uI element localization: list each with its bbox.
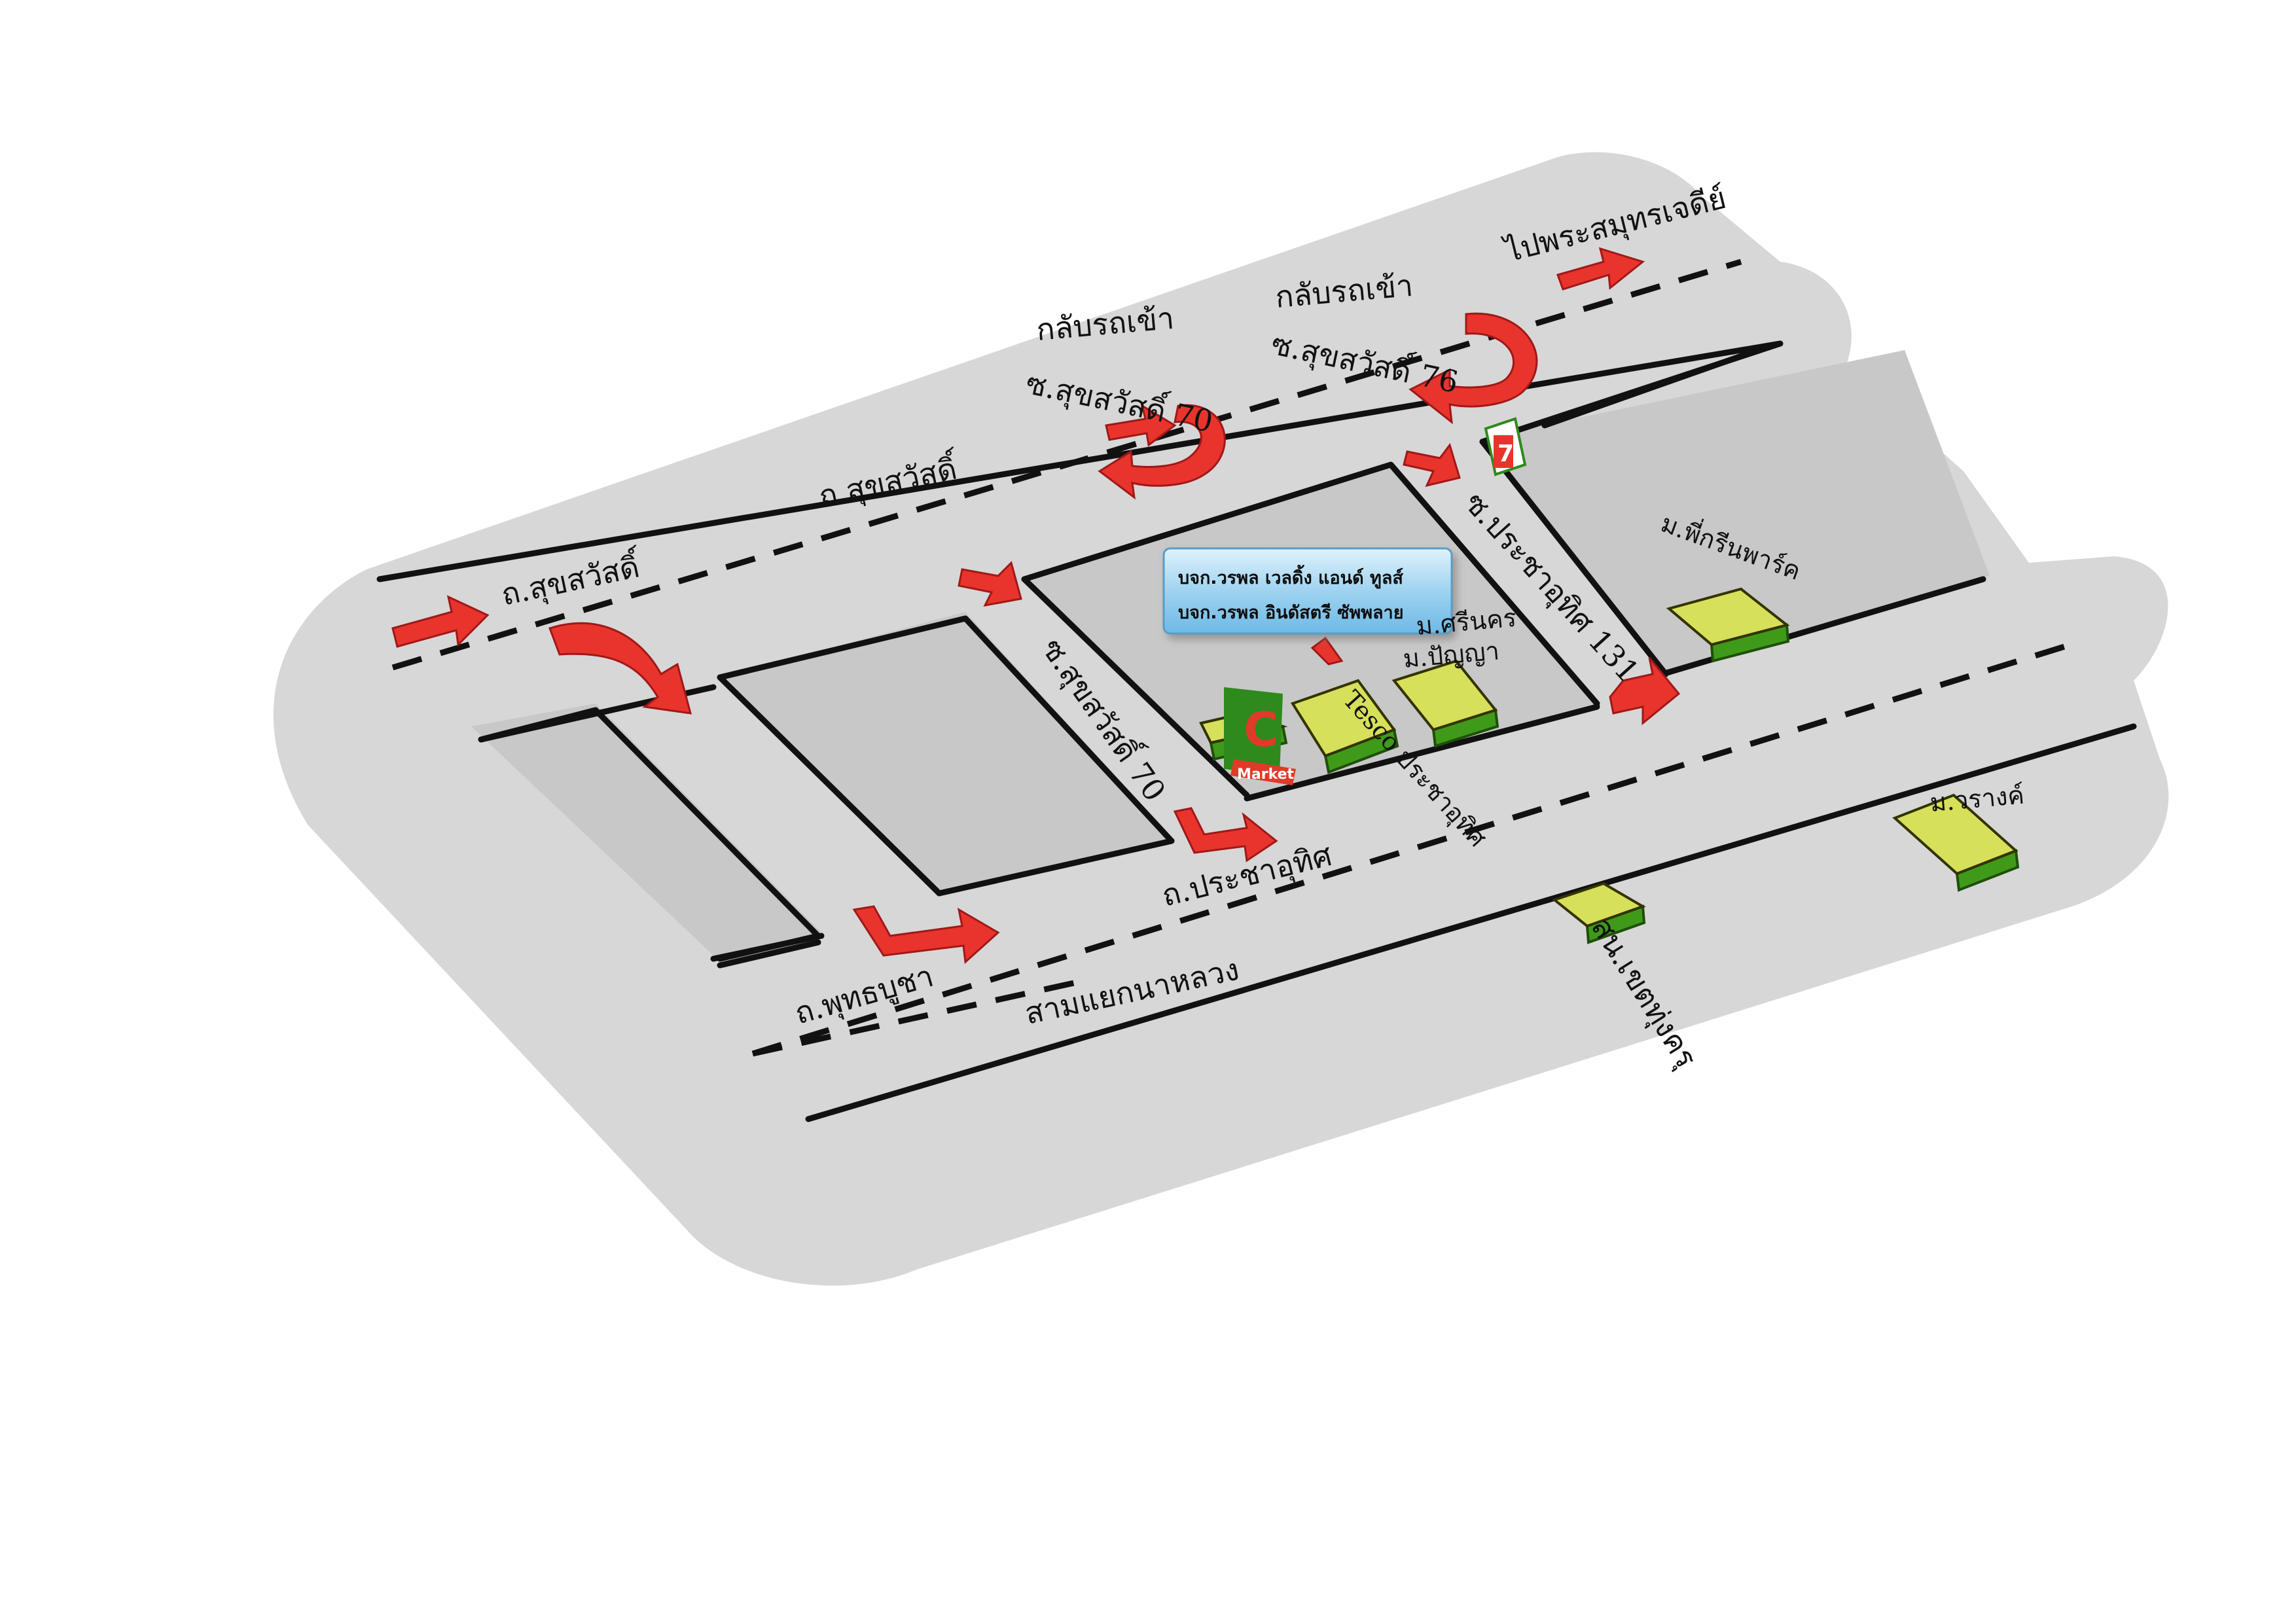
market-logo: C Market <box>1224 687 1296 785</box>
sam-yaek-north-edge <box>717 939 821 969</box>
arrow-uturn-70-in <box>1105 403 1177 447</box>
seven-eleven-logo: 7 <box>1484 417 1527 476</box>
company-name-1: บจก.วรพล เวลดิ้ง แอนด์ ทูลส์ <box>1178 564 1403 589</box>
arrow-into-soi-76 <box>1403 442 1461 488</box>
city-blocks <box>471 350 1990 955</box>
soi-suksawat-70-west <box>717 674 942 897</box>
building-panya <box>1391 659 1499 748</box>
prachauthit-centre <box>751 638 2083 1057</box>
arrow-turn-soi-70 <box>958 561 1022 607</box>
block-left <box>471 704 821 955</box>
prachauthit-north-edge <box>1244 704 1600 802</box>
arrow-prachauthit-turn <box>1173 807 1278 863</box>
north-right-edge <box>1541 344 1770 429</box>
building-green-park <box>1666 587 1790 663</box>
company-name-2: บจก.วรพล อินดัสตรี ซัพพลาย <box>1178 603 1404 623</box>
soi-suksawat-70 <box>1021 461 1600 707</box>
block-right <box>1479 350 1990 674</box>
soi-left <box>478 707 821 962</box>
soi-pracha-131 <box>1479 438 1669 677</box>
building-tesco <box>1290 679 1399 774</box>
seven-eleven-text: 7 <box>1498 440 1514 467</box>
prachauthit-north-edge-4 <box>936 838 1175 897</box>
sam-yaek-centre <box>752 978 1081 1057</box>
arrow-uturn-76 <box>1408 312 1538 425</box>
company-label: บจก.วรพล เวลดิ้ง แอนด์ ทูลส์ บจก.วรพล อิ… <box>1162 547 1453 635</box>
soi-left-2 <box>717 615 1175 844</box>
arrow-entry-left <box>391 595 490 648</box>
arrow-to-company <box>1310 636 1344 666</box>
block-middle <box>720 612 1172 890</box>
building-school <box>1551 882 1646 944</box>
arrow-phutthabucha-turn <box>852 905 1000 965</box>
arrow-to-bangkok <box>1556 247 1645 291</box>
arrow-curve-turn-1 <box>548 622 692 715</box>
market-logo-text: Market <box>1237 766 1295 783</box>
prachauthit-south-edge <box>805 723 2137 1122</box>
market-logo-letter: C <box>1244 702 1278 757</box>
soi-suksawat-70-edge <box>1021 576 1250 798</box>
direction-arrows <box>391 247 1681 965</box>
arrow-uturn-70 <box>1098 404 1226 500</box>
building-warang <box>1892 793 2020 892</box>
arrow-into-pracha-131 <box>1609 657 1681 726</box>
road-lines <box>376 259 2137 1122</box>
